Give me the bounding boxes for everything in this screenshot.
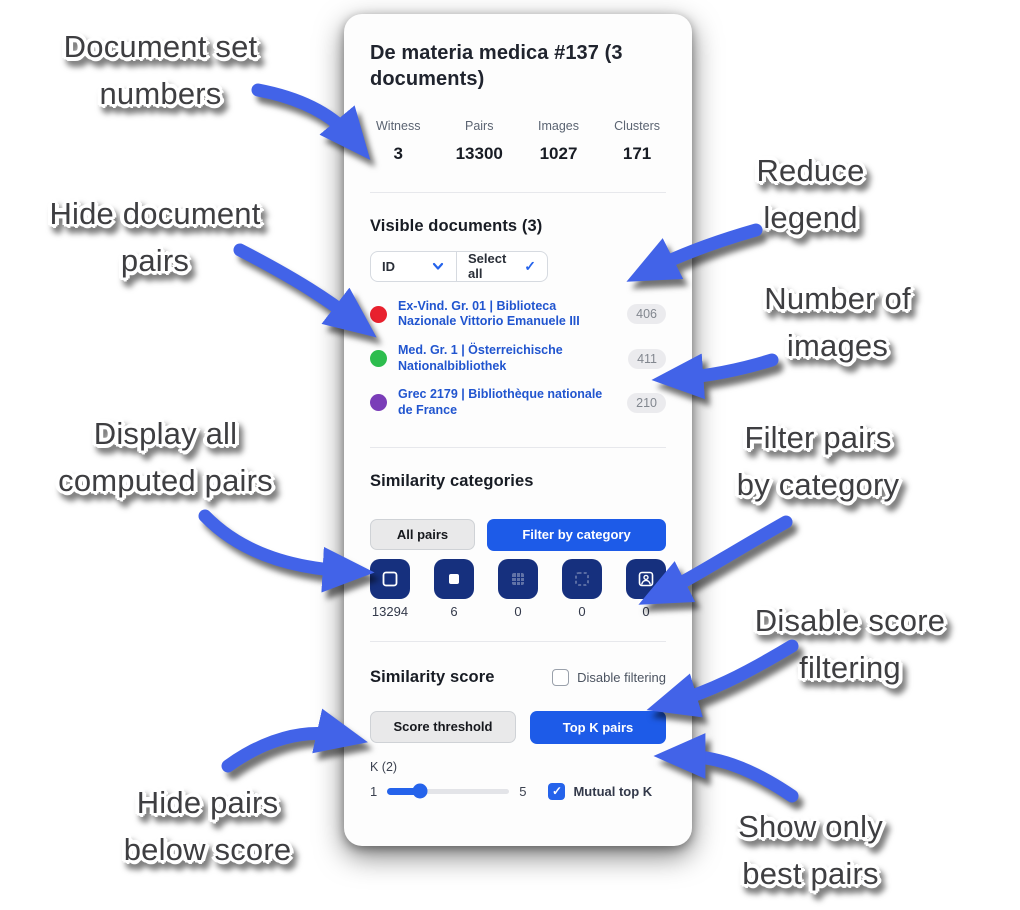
annotation-disable-score-filtering: Disable score filtering [754,603,946,685]
legend-sort-select-control: ID Select all ✓ [370,250,548,282]
slider-min-label: 1 [370,783,378,799]
document-label-link[interactable]: Med. Gr. 1 | Österreichische Nationalbib… [398,343,563,373]
divider [370,191,666,193]
k-slider-thumb[interactable] [412,783,428,799]
mutual-top-k-checkbox[interactable]: ✓ Mutual top K [548,782,653,800]
panel-title: De materia medica #137 (3 documents) [370,42,623,91]
similarity-categories-heading: Similarity categories [370,471,534,490]
k-value-label: K (2) [370,759,398,774]
sort-dropdown[interactable]: ID [371,251,457,281]
disable-filtering-label: Disable filtering [577,669,666,685]
document-color-dot[interactable] [370,394,387,412]
all-pairs-button[interactable]: All pairs [370,518,475,550]
annotation-hide-pairs-below-score: Hide pairs below score [123,785,292,867]
chevron-up-icon [645,261,661,272]
document-image-count-badge: 411 [628,348,666,369]
top-k-pairs-button[interactable]: Top K pairs [530,710,666,744]
category-button-4[interactable] [562,558,602,599]
document-row: Med. Gr. 1 | Österreichische Nationalbib… [370,343,666,374]
document-color-dot[interactable] [370,350,387,368]
category-button-3[interactable] [498,558,538,599]
document-row: Ex-Vind. Gr. 01 | Biblioteca Nazionale V… [370,299,666,330]
annotation-number-of-images: Number of images [764,281,911,363]
annotation-reduce-legend: Reduce legend [756,153,865,235]
divider [370,640,666,642]
visible-documents-heading: Visible documents (3) [370,216,543,235]
annotation-filter-pairs-by-category: Filter pairs by category [736,420,900,502]
filter-by-category-button[interactable]: Filter by category [487,518,666,551]
category-button-1[interactable] [370,558,410,599]
slider-max-label: 5 [519,783,527,799]
document-set-stats: Witness 3 Pairs 13300 Images 1027 Cluste… [370,119,666,164]
stat-witness: Witness 3 [376,118,421,163]
square-filled-icon [449,573,459,584]
category-count: 0 [642,603,650,619]
annotation-hide-document-pairs: Hide document pairs [49,196,261,278]
annotation-show-only-best-pairs: Show only best pairs [738,809,883,891]
sort-dropdown-value: ID [382,258,395,274]
category-button-5[interactable] [626,558,666,599]
checkbox-unchecked-icon [552,668,570,686]
stat-images: Images 1027 [538,118,580,163]
document-image-count-badge: 406 [627,304,666,325]
checkbox-checked-icon: ✓ [548,782,566,800]
document-label-link[interactable]: Grec 2179 | Bibliothèque nationale de Fr… [398,387,603,417]
k-slider[interactable] [387,783,510,799]
document-legend-list: Ex-Vind. Gr. 01 | Biblioteca Nazionale V… [370,299,666,419]
stat-pairs: Pairs 13300 [455,118,503,163]
collapse-legend-button[interactable] [640,253,666,279]
select-all-button[interactable]: Select all ✓ [457,252,547,281]
category-filter-row: 13294 6 0 [370,558,666,619]
grid-square-icon [512,572,524,585]
category-count: 13294 [371,603,409,619]
square-outline-icon [382,571,398,586]
image-icon [638,571,654,586]
annotation-document-set-numbers: Document set numbers [63,29,258,111]
document-row: Grec 2179 | Bibliothèque nationale de Fr… [370,387,666,418]
check-icon: ✓ [524,257,536,274]
disable-filtering-checkbox[interactable]: Disable filtering [552,668,666,686]
category-button-2[interactable] [434,558,474,599]
arrow-to-score-threshold-icon [221,708,368,773]
document-color-dot[interactable] [370,305,387,323]
category-count: 0 [578,603,586,619]
k-slider-fill [387,787,421,795]
dashed-square-icon [575,571,589,586]
category-count: 0 [514,603,522,619]
document-image-count-badge: 210 [627,392,666,413]
category-count: 6 [450,603,458,619]
annotation-display-all-computed-pairs: Display all computed pairs [58,416,273,498]
arrow-to-top-k-icon [653,733,799,803]
arrow-to-all-pairs-icon [198,509,375,593]
stat-clusters: Clusters 171 [614,118,660,163]
mutual-top-k-label: Mutual top K [573,783,653,799]
settings-panel: De materia medica #137 (3 documents) Wit… [344,14,692,846]
document-label-link[interactable]: Ex-Vind. Gr. 01 | Biblioteca Nazionale V… [398,298,580,329]
select-all-label: Select all [468,251,507,282]
chevron-down-icon [432,263,444,270]
divider [370,446,666,448]
similarity-score-heading: Similarity score [370,667,495,686]
score-threshold-button[interactable]: Score threshold [370,710,516,743]
